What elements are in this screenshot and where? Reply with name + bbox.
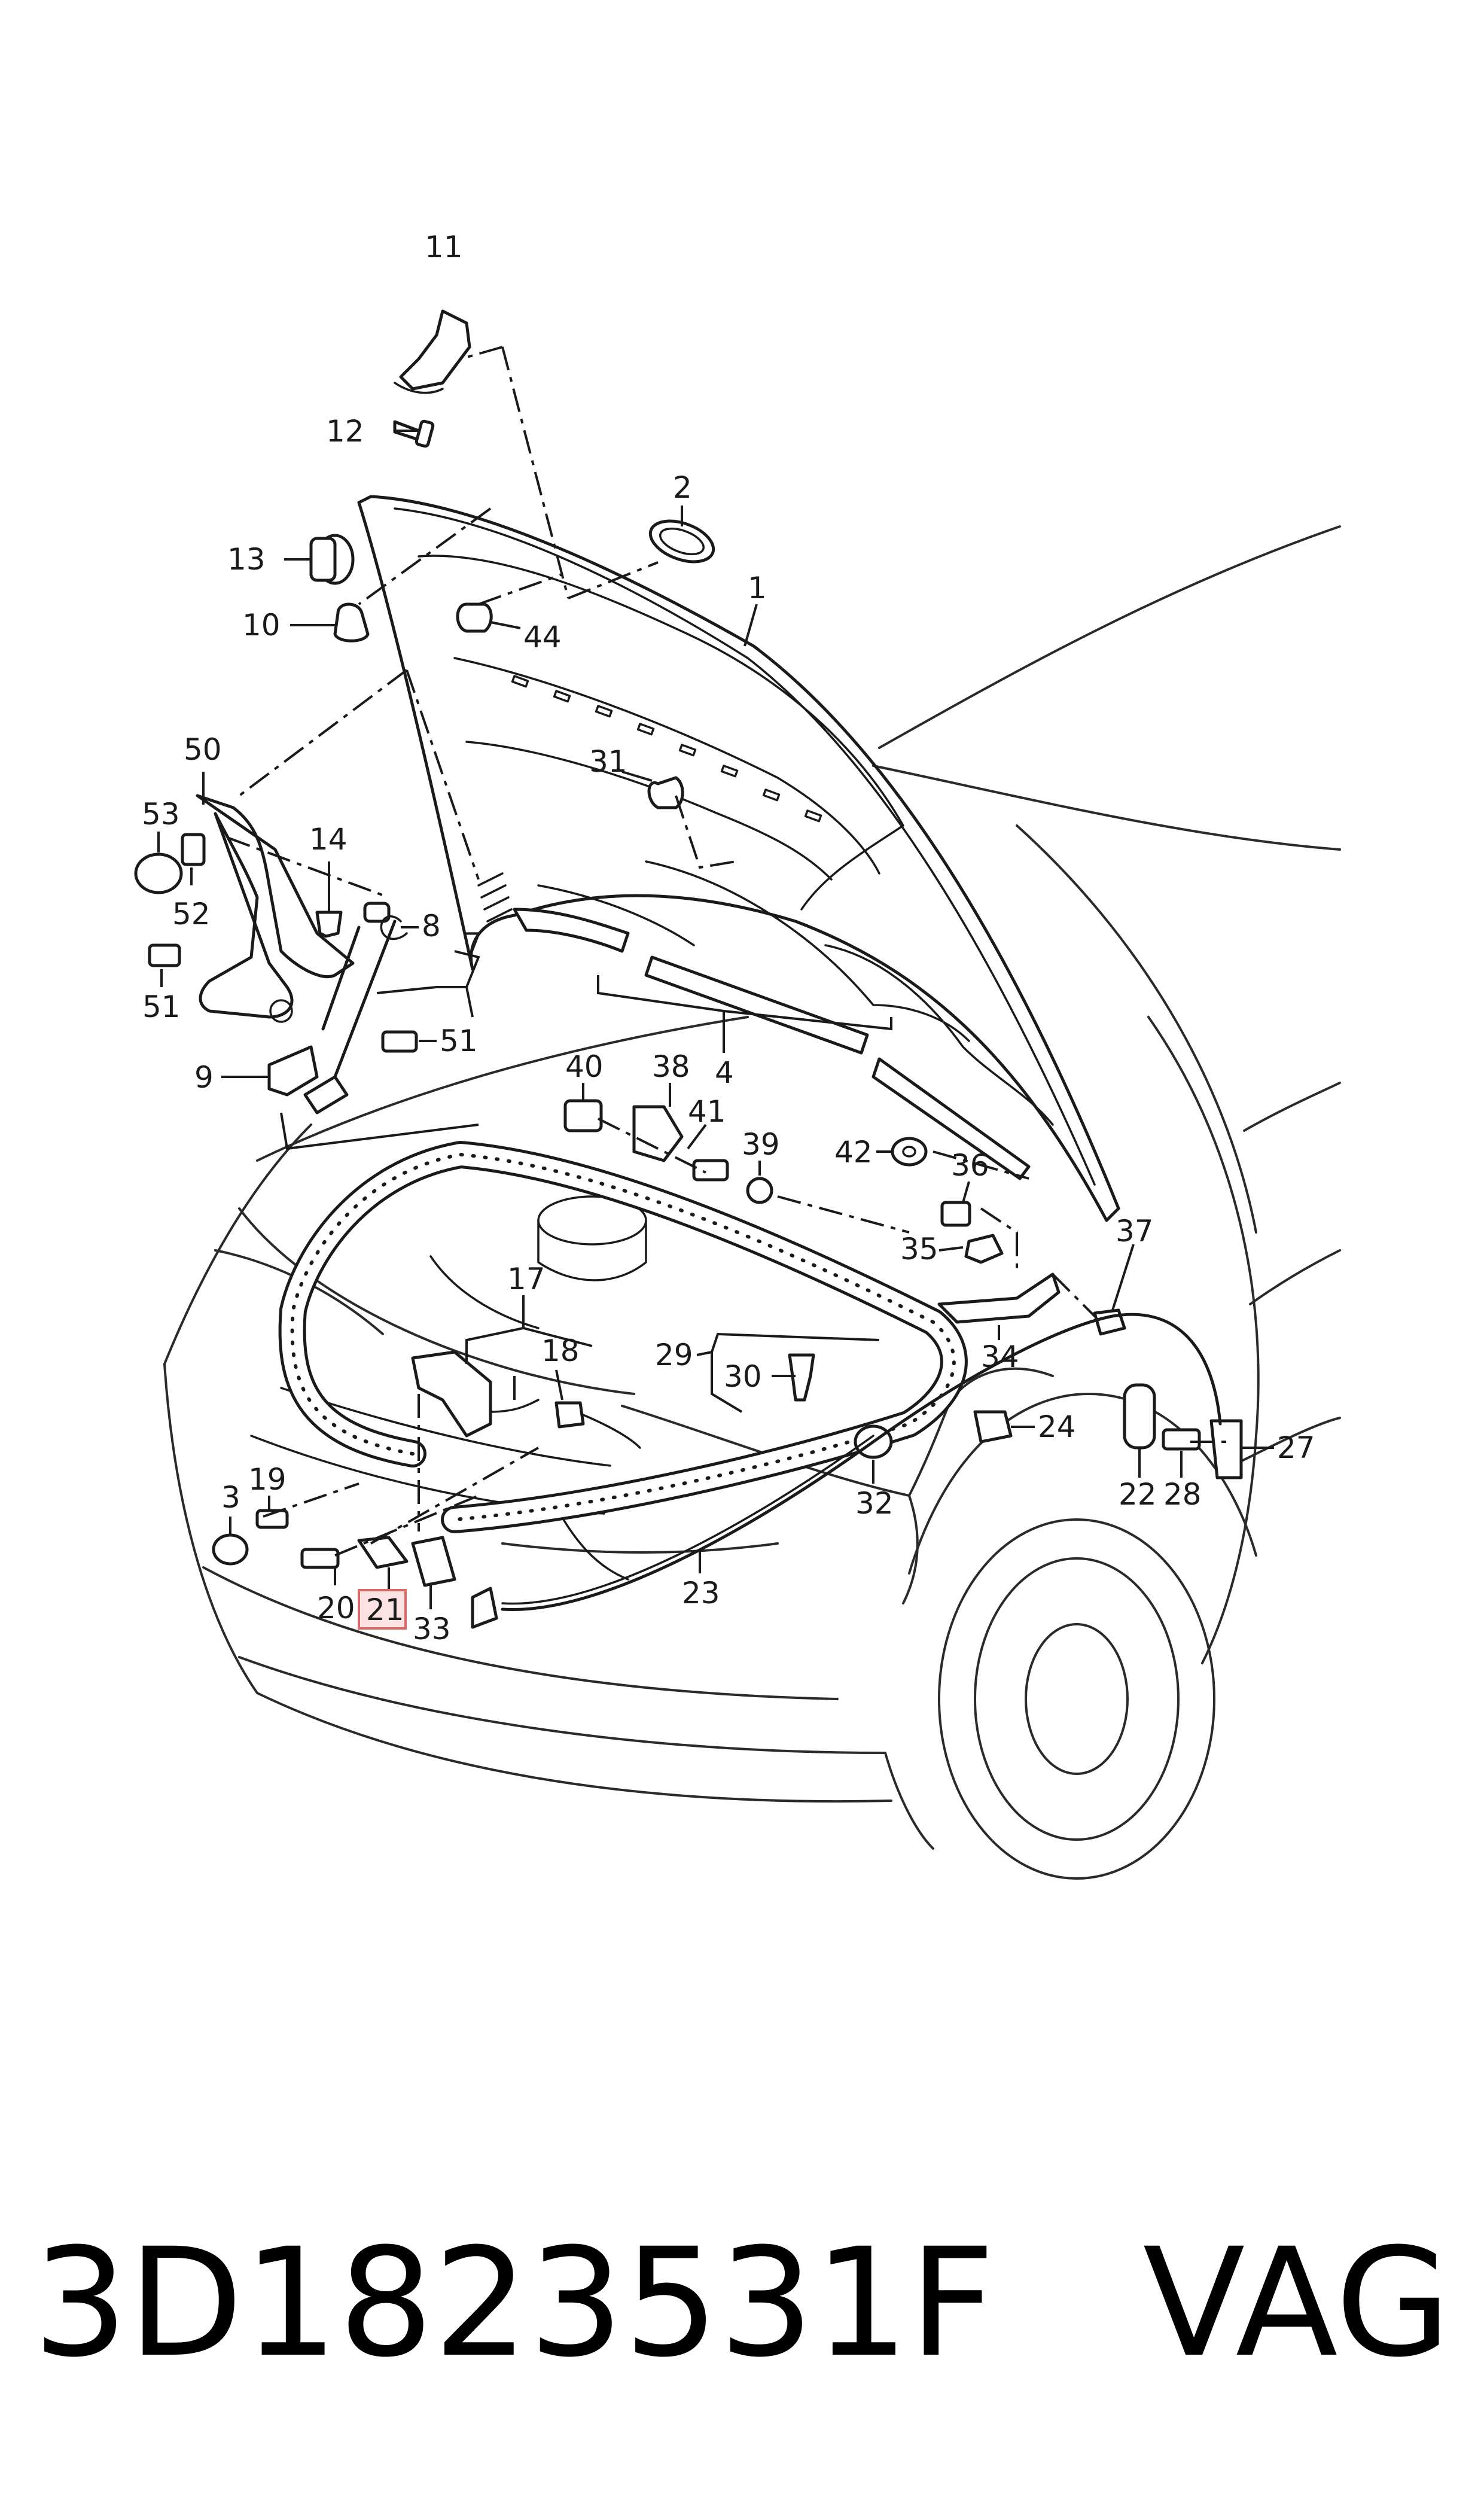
- callout-53: 53: [142, 797, 180, 832]
- gas-strut: [303, 902, 397, 1115]
- hood-seal: [278, 1141, 968, 1533]
- callout-23: 23: [682, 1576, 720, 1610]
- callout-39: 39: [742, 1127, 780, 1162]
- callout-29: 29: [655, 1338, 693, 1372]
- callout-11: 11: [425, 230, 463, 264]
- callout-42: 42: [834, 1135, 873, 1170]
- callout-38: 38: [652, 1049, 690, 1084]
- callout-50: 50: [184, 732, 222, 767]
- callout-22: 22: [1119, 1477, 1157, 1512]
- callout-33: 33: [413, 1612, 451, 1646]
- assembly-lines: [227, 346, 1226, 1557]
- callout-35: 35: [900, 1232, 938, 1266]
- part-number: 3D1823531F: [33, 2216, 995, 2390]
- callout-31: 31: [589, 744, 627, 779]
- callout-8: 8: [422, 909, 441, 943]
- callout-14: 14: [309, 822, 348, 857]
- callout-18: 18: [541, 1333, 580, 1368]
- callout-4: 4: [715, 1055, 734, 1090]
- callout-9: 9: [194, 1060, 214, 1095]
- callout-19: 19: [248, 1462, 287, 1497]
- callout-leaders: [157, 430, 1274, 1609]
- callout-41: 41: [688, 1094, 726, 1129]
- car-body-outline: [163, 525, 1341, 1880]
- callout-52: 52: [172, 897, 211, 931]
- callout-51b: 51: [440, 1024, 478, 1058]
- hood-slot-row: [511, 675, 822, 823]
- callout-30: 30: [724, 1359, 762, 1394]
- callout-40: 40: [565, 1049, 604, 1084]
- callout-21: 21: [366, 1593, 404, 1627]
- callout-7: 7: [464, 927, 483, 961]
- callout-3: 3: [221, 1480, 240, 1515]
- callout-labels: 1 2 3 4 7 8 9 10 11 12 13 14 17 18 19 20…: [142, 230, 1315, 1646]
- callout-13: 13: [227, 542, 266, 577]
- callout-28: 28: [1163, 1477, 1202, 1512]
- callout-12: 12: [326, 414, 364, 449]
- callout-20: 20: [317, 1591, 355, 1625]
- callout-27: 27: [1277, 1430, 1315, 1465]
- hood-panel: [357, 495, 1120, 1222]
- callout-37: 37: [1116, 1214, 1154, 1249]
- callout-2: 2: [673, 470, 692, 505]
- brand-label: VAG: [1142, 2216, 1451, 2390]
- hood-hinge: [196, 794, 355, 1023]
- callout-51a: 51: [142, 989, 181, 1024]
- small-parts: [134, 309, 1243, 1629]
- callout-44: 44: [523, 620, 562, 654]
- hood-stay-bracket-9: [267, 1045, 319, 1097]
- callout-36: 36: [951, 1148, 989, 1183]
- release-cable: [501, 1313, 1222, 1612]
- callout-21-highlight: [358, 1589, 407, 1630]
- callout-34: 34: [981, 1339, 1019, 1374]
- callout-32: 32: [855, 1486, 894, 1521]
- callout-1: 1: [748, 571, 767, 605]
- callout-24: 24: [1038, 1409, 1076, 1444]
- callout-17: 17: [507, 1262, 546, 1296]
- callout-10: 10: [242, 608, 281, 643]
